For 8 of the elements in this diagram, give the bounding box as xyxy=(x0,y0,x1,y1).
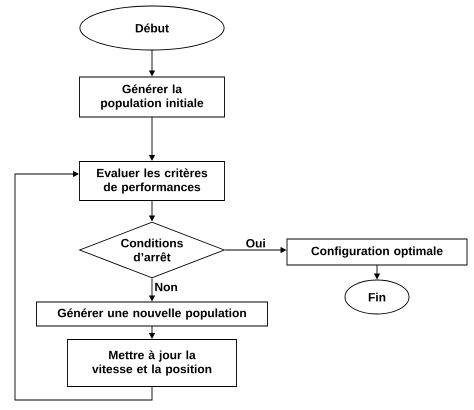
process-box: Evaluer les critères de performances xyxy=(79,161,225,201)
process-box: Générer la population initiale xyxy=(79,76,225,118)
edge-label: Oui xyxy=(244,236,268,250)
process-box: Générer une nouvelle population xyxy=(36,302,268,326)
process-box: Configuration optimale xyxy=(286,238,468,266)
edge-label: Non xyxy=(152,280,180,294)
process-box: Mettre à jour la vitesse et la position xyxy=(67,339,237,387)
arrow xyxy=(14,170,152,400)
